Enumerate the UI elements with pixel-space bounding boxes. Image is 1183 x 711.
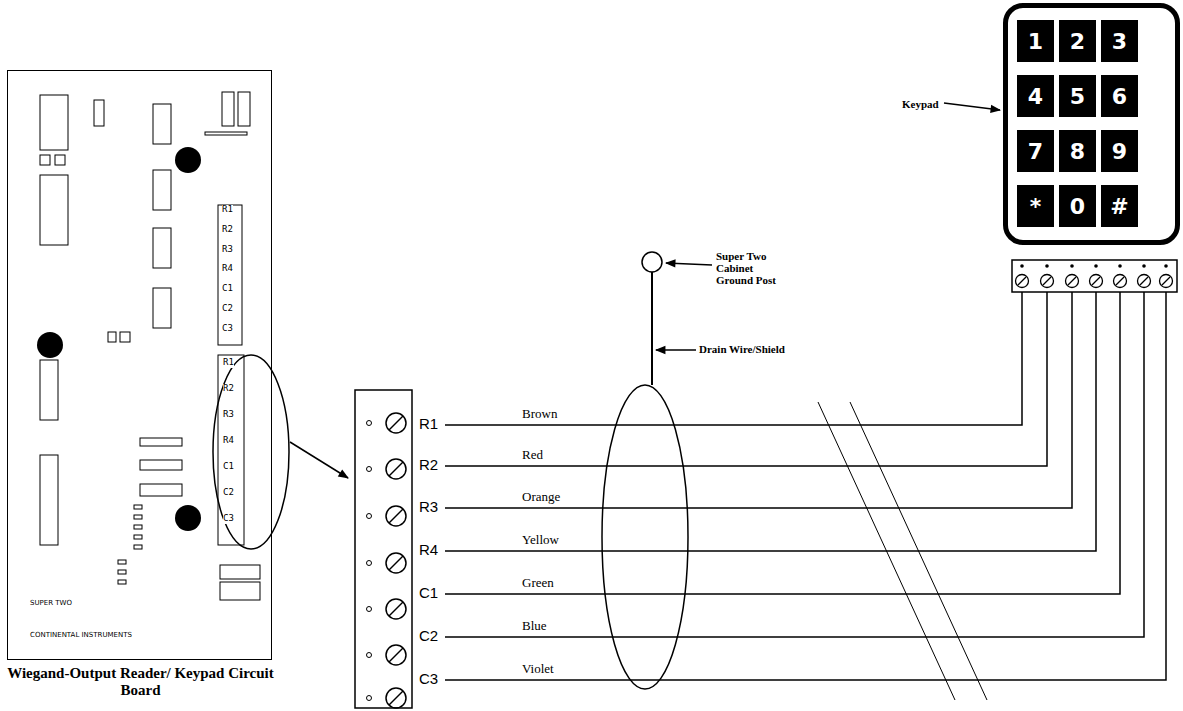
pin-label: R4 bbox=[223, 436, 234, 446]
key-button: 2 bbox=[1059, 20, 1096, 62]
key-button: 5 bbox=[1059, 75, 1096, 117]
keypad-label: Keypad bbox=[902, 98, 939, 110]
pin-label: R1 bbox=[222, 205, 233, 215]
cable-wires bbox=[445, 288, 1166, 680]
key-legend: 1 bbox=[1028, 29, 1043, 54]
break-line bbox=[850, 402, 987, 700]
key-legend: * bbox=[1030, 194, 1042, 219]
mounting-holes bbox=[37, 147, 201, 531]
signal-name: R1 bbox=[419, 416, 438, 433]
board-marking: CONTINENTAL INSTRUMENTS bbox=[30, 632, 132, 640]
wire-color: Brown bbox=[522, 407, 557, 421]
pin-label: C2 bbox=[222, 304, 233, 314]
ground-post bbox=[642, 252, 662, 272]
signal-name: C3 bbox=[419, 671, 438, 688]
leader-arrow bbox=[666, 263, 712, 265]
pin-label: C2 bbox=[223, 488, 234, 498]
signal-name: R4 bbox=[419, 542, 438, 559]
leader-arrow bbox=[656, 349, 696, 351]
pin-label: R1 bbox=[223, 358, 234, 368]
key-button: * bbox=[1017, 185, 1054, 227]
key-button: 4 bbox=[1017, 75, 1054, 117]
wire bbox=[445, 288, 1022, 425]
key-button: 1 bbox=[1017, 20, 1054, 62]
key-button: # bbox=[1101, 185, 1138, 227]
key-legend: # bbox=[1110, 194, 1128, 219]
key-button: 8 bbox=[1059, 130, 1096, 172]
pin-label: C3 bbox=[222, 324, 233, 334]
key-button: 3 bbox=[1101, 20, 1138, 62]
wire bbox=[445, 288, 1096, 551]
drain-wire bbox=[651, 272, 653, 385]
signal-name: R3 bbox=[419, 499, 438, 516]
signal-name: C2 bbox=[419, 628, 438, 645]
keypad: Keypad123456789*0# bbox=[1003, 3, 1180, 245]
key-legend: 5 bbox=[1070, 84, 1085, 109]
pin-label: C1 bbox=[223, 462, 234, 472]
callout-arrow bbox=[290, 442, 348, 478]
key-legend: 3 bbox=[1112, 29, 1127, 54]
pin-label: C3 bbox=[223, 514, 234, 524]
key-button: 7 bbox=[1017, 130, 1054, 172]
key-legend: 4 bbox=[1028, 84, 1043, 109]
drain-wire-label: Drain Wire/Shield bbox=[699, 343, 785, 355]
key-legend: 2 bbox=[1070, 29, 1085, 54]
key-legend: 9 bbox=[1112, 139, 1127, 164]
terminal-block bbox=[355, 390, 412, 708]
pin-label: C1 bbox=[222, 284, 233, 294]
wire-color: Blue bbox=[522, 619, 547, 633]
key-button: 9 bbox=[1101, 130, 1138, 172]
signal-name: C1 bbox=[419, 585, 438, 602]
key-button: 6 bbox=[1101, 75, 1138, 117]
ground-post-label: Super Two Cabinet Ground Post bbox=[716, 250, 778, 286]
wire bbox=[445, 288, 1166, 680]
key-button: 0 bbox=[1059, 185, 1096, 227]
board-caption: Wiegand-Output Reader/ Keypad Circuit Bo… bbox=[0, 665, 283, 700]
wire-color: Red bbox=[522, 448, 543, 462]
signal-name: R2 bbox=[419, 457, 438, 474]
wire bbox=[445, 288, 1120, 594]
wire bbox=[445, 288, 1072, 508]
leader-arrow bbox=[944, 103, 1000, 110]
wire-color: Orange bbox=[522, 490, 560, 504]
key-legend: 7 bbox=[1028, 139, 1043, 164]
key-legend: 8 bbox=[1070, 139, 1085, 164]
break-line bbox=[818, 402, 955, 700]
key-legend: 6 bbox=[1112, 84, 1127, 109]
pin-label: R4 bbox=[222, 264, 233, 274]
pin-label: R3 bbox=[223, 410, 234, 420]
pin-label: R2 bbox=[222, 225, 233, 235]
wire bbox=[445, 288, 1047, 466]
board-marking: SUPER TWO bbox=[30, 600, 72, 608]
terminal-screws bbox=[367, 413, 407, 708]
board-components bbox=[40, 92, 260, 600]
key-legend: 0 bbox=[1070, 194, 1085, 219]
pin-label: R2 bbox=[223, 384, 234, 394]
wire bbox=[445, 288, 1144, 637]
wire-color: Green bbox=[522, 576, 554, 590]
pin-label: R3 bbox=[222, 245, 233, 255]
cable-ellipse bbox=[602, 385, 688, 689]
callout-ellipse bbox=[213, 355, 289, 549]
keypad-terminal-screws bbox=[1016, 264, 1173, 287]
wire-color: Yellow bbox=[522, 533, 559, 547]
wire-color: Violet bbox=[522, 662, 554, 676]
keypad-terminal-strip bbox=[1012, 260, 1177, 292]
